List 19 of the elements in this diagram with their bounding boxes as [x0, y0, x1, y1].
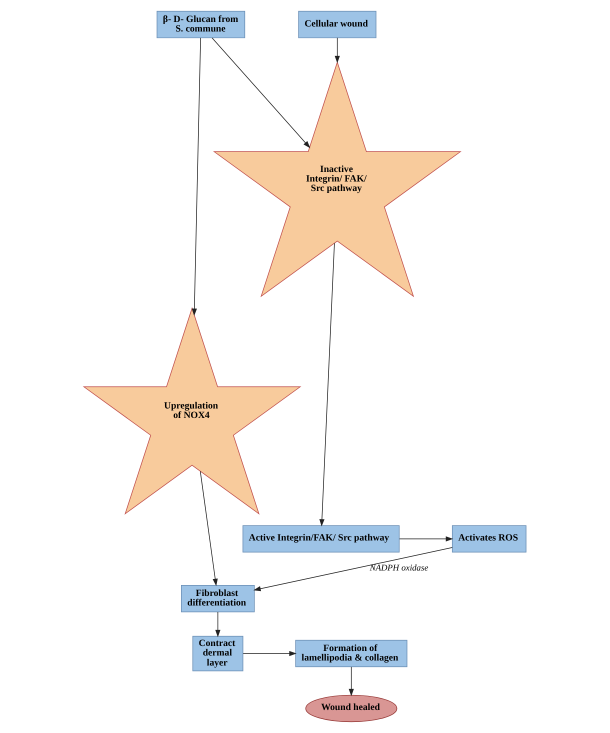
- arrow: [192, 38, 201, 316]
- arrow: [253, 547, 453, 592]
- node-ellipse: Wound healed: [305, 694, 398, 722]
- arrow: [319, 242, 335, 527]
- node-box: Active Integrin/FAK/ Src pathway: [242, 525, 400, 553]
- edge-label: NADPH oxidase: [370, 562, 428, 572]
- node-box: Activates ROS: [452, 525, 526, 553]
- arrow: [200, 471, 218, 586]
- node-box: Formation of lamellipodia & collagen: [295, 640, 408, 668]
- node-box: Fibroblast differentiation: [180, 584, 255, 612]
- arrow: [212, 37, 310, 148]
- node-box: β- D- Glucan from S. commune: [156, 10, 246, 38]
- arrow: [334, 37, 340, 64]
- arrow: [215, 612, 220, 638]
- arrow: [242, 650, 297, 656]
- node-box: Contract dermal layer: [192, 636, 244, 672]
- node-box: Cellular wound: [298, 10, 376, 38]
- arrow: [348, 666, 354, 696]
- arrow: [399, 536, 454, 542]
